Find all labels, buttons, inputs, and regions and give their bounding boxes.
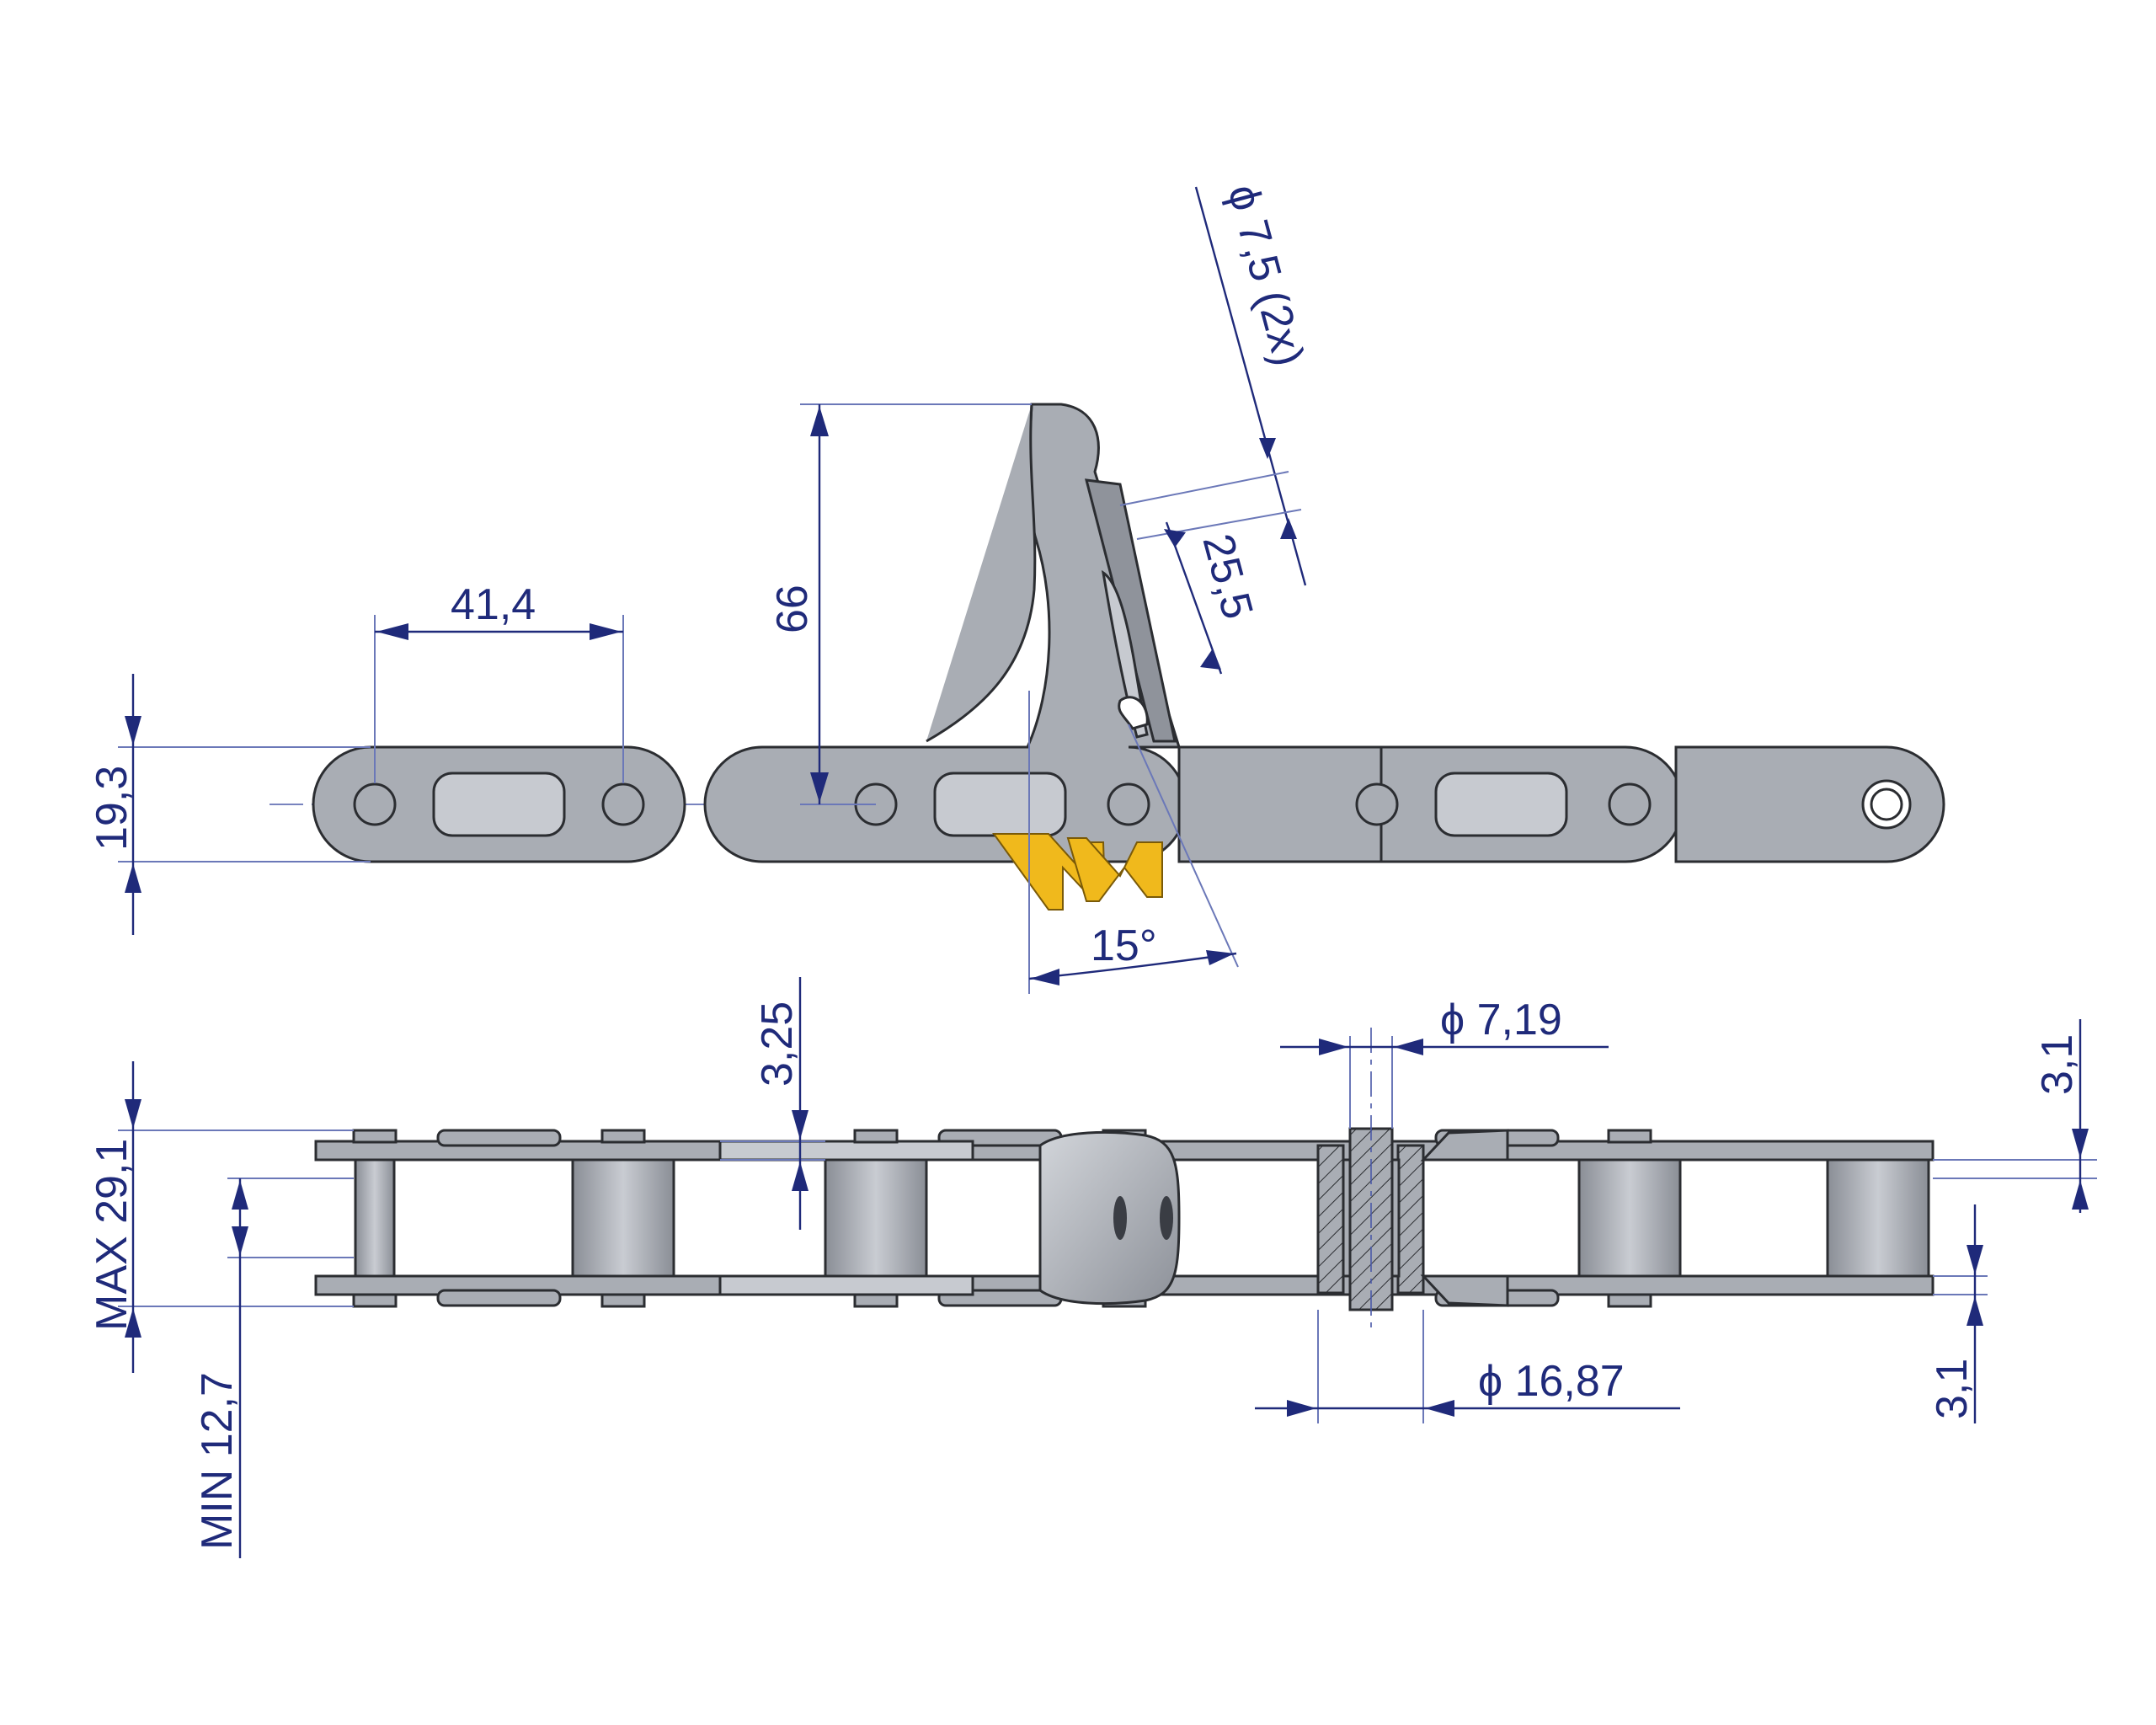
plate-height-label: 19,3 bbox=[88, 766, 136, 851]
attachment-link bbox=[703, 403, 1187, 863]
left-link-plate bbox=[312, 745, 686, 863]
w-logo-icon bbox=[992, 833, 1163, 911]
end-plate bbox=[1674, 745, 1945, 863]
angle-label: 15° bbox=[1091, 921, 1157, 970]
min-width-label: MIN 12,7 bbox=[193, 1372, 242, 1550]
hole-diameter-label: ϕ 7,5 (2x) bbox=[1218, 179, 1313, 371]
lug-attachment bbox=[1038, 1130, 1181, 1306]
rollers bbox=[354, 1158, 1930, 1278]
top-view bbox=[270, 403, 1945, 911]
side-view bbox=[314, 1028, 1935, 1331]
pin-section bbox=[1316, 1028, 1425, 1331]
attachment-height-label: 66 bbox=[768, 585, 817, 633]
hole-spacing-label: 25,5 bbox=[1193, 529, 1262, 624]
right-top-thickness-label: 3,1 bbox=[2033, 1034, 2082, 1095]
roller-diameter-label: ϕ 16,87 bbox=[1478, 1357, 1625, 1406]
right-bottom-thickness-label: 3,1 bbox=[1928, 1359, 1977, 1419]
plate-thickness-label: 3,25 bbox=[753, 1001, 802, 1087]
right-link-plate bbox=[1177, 745, 1684, 863]
pin-diameter-label: ϕ 7,19 bbox=[1440, 996, 1562, 1044]
side-dimensions: 3,25 ϕ 7,19 ϕ 16,87 MAX 29,1 MIN 12,7 bbox=[88, 977, 2097, 1558]
max-width-label: MAX 29,1 bbox=[88, 1139, 136, 1331]
pitch-label: 41,4 bbox=[451, 580, 536, 629]
